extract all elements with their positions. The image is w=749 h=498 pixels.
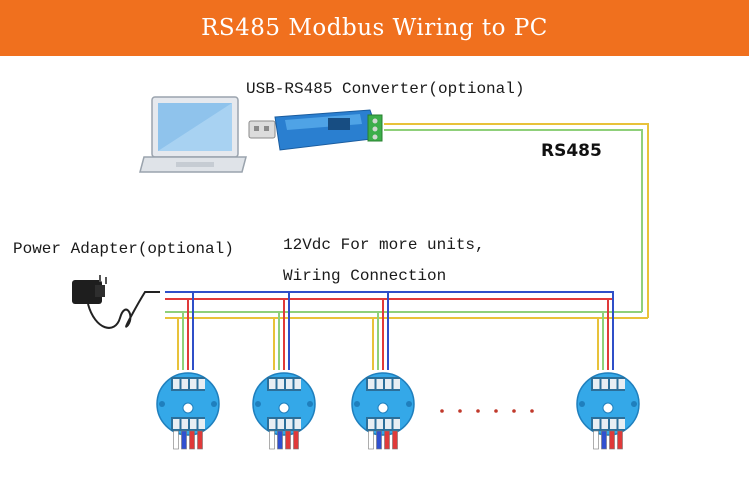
terminal-screw: [393, 379, 400, 389]
terminal-screw: [173, 419, 180, 429]
transmitter-group: [156, 292, 640, 450]
transmitter-unit: [156, 292, 220, 450]
mount-hole: [255, 401, 261, 407]
sensor-lead: [189, 430, 195, 450]
terminal-screw: [286, 419, 293, 429]
terminal-screw: [269, 419, 276, 429]
sensor-lead: [269, 430, 275, 450]
more-units-ellipsis: [440, 409, 534, 413]
terminal-screw: [618, 379, 625, 389]
terminal-screw: [376, 379, 383, 389]
terminal-screw: [601, 379, 608, 389]
transmitter-unit: [351, 292, 415, 450]
laptop-icon: [139, 96, 247, 173]
mount-hole: [211, 401, 217, 407]
sensor-lead: [277, 430, 283, 450]
mount-hole: [631, 401, 637, 407]
terminal-screw: [385, 379, 392, 389]
transmitter-center: [278, 402, 290, 414]
sensor-lead: [173, 430, 179, 450]
terminal-screw: [593, 419, 600, 429]
terminal-screw: [385, 419, 392, 429]
terminal-screw: [610, 419, 617, 429]
transmitter-center: [377, 402, 389, 414]
terminal-screw: [286, 379, 293, 389]
terminal-screw: [593, 379, 600, 389]
sensor-lead: [601, 430, 607, 450]
power-adapter-label: Power Adapter(optional): [13, 240, 234, 258]
sensor-lead: [285, 430, 291, 450]
terminal-screw: [368, 379, 375, 389]
sensor-lead: [181, 430, 187, 450]
sensor-lead: [609, 430, 615, 450]
mount-hole: [406, 401, 412, 407]
bus-wires: [165, 291, 648, 319]
mount-hole: [354, 401, 360, 407]
usb-rs485-converter-icon: [248, 109, 383, 151]
transmitter-center: [182, 402, 194, 414]
terminal-screw: [190, 419, 197, 429]
note-line2-label: Wiring Connection: [283, 267, 447, 285]
transmitter-unit: [252, 292, 316, 450]
terminal-screw: [181, 419, 188, 429]
sensor-lead: [197, 430, 203, 450]
sensor-lead: [293, 430, 299, 450]
sensor-lead: [376, 430, 382, 450]
mount-hole: [159, 401, 165, 407]
terminal-screw: [368, 419, 375, 429]
sensor-lead: [392, 430, 398, 450]
terminal-screw: [173, 379, 180, 389]
rs485-label: RS485: [541, 141, 602, 161]
terminal-screw: [277, 419, 284, 429]
terminal-screw: [198, 379, 205, 389]
sensor-lead: [617, 430, 623, 450]
terminal-screw: [198, 419, 205, 429]
sensor-lead: [593, 430, 599, 450]
transmitter-unit: [576, 292, 640, 450]
terminal-screw: [294, 379, 301, 389]
terminal-screw: [618, 419, 625, 429]
terminal-screw: [190, 379, 197, 389]
mount-hole: [307, 401, 313, 407]
note-line1-label: 12Vdc For more units,: [283, 236, 485, 254]
terminal-screw: [610, 379, 617, 389]
terminal-screw: [181, 379, 188, 389]
terminal-screw: [269, 379, 276, 389]
banner-title: RS485 Modbus Wiring to PC: [201, 15, 548, 41]
terminal-screw: [294, 419, 301, 429]
terminal-screw: [601, 419, 608, 429]
sensor-lead: [368, 430, 374, 450]
mount-hole: [579, 401, 585, 407]
rs485-wire-converter: [384, 123, 649, 318]
transmitter-center: [602, 402, 614, 414]
converter-label: USB-RS485 Converter(optional): [246, 80, 525, 98]
sensor-lead: [384, 430, 390, 450]
title-banner: RS485 Modbus Wiring to PC: [0, 0, 749, 56]
terminal-screw: [376, 419, 383, 429]
terminal-screw: [393, 419, 400, 429]
terminal-screw: [277, 379, 284, 389]
power-adapter-icon: [72, 275, 160, 329]
